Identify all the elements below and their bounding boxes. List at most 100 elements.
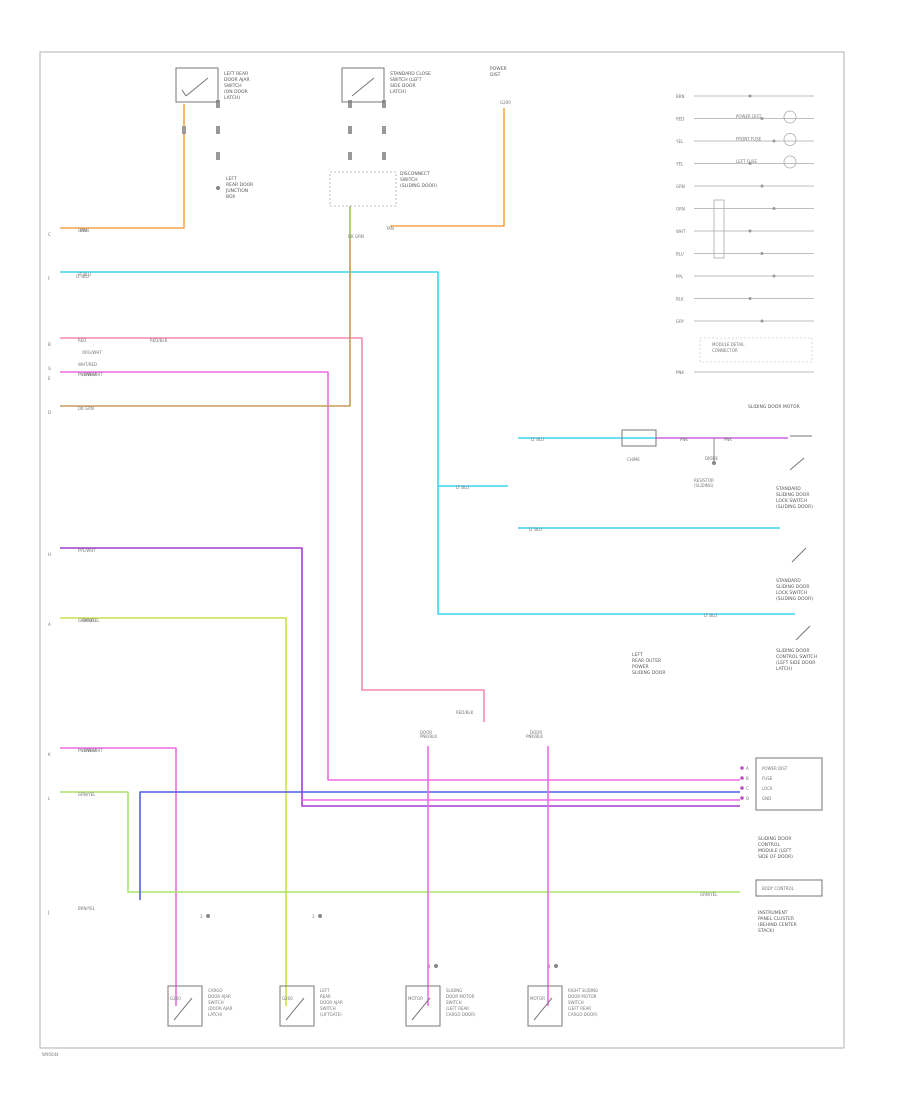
connector-pin-7 [382, 126, 386, 134]
footer-code: W95044 [42, 1052, 59, 1057]
section-title: SLIDING DOOR MOTOR [748, 404, 800, 410]
legend-right-text-1: FRONT FUSE [736, 137, 762, 142]
ground-label: G200 [500, 100, 511, 105]
connector-pin-9 [182, 126, 186, 134]
left-wire-1: LT BLU [78, 272, 91, 277]
wire-label-red_blk_b: RED/BLK [456, 710, 474, 715]
door-module-dot-1 [740, 776, 744, 780]
wire-label-pnk_wht_a: PNK [680, 437, 688, 442]
lower-module-inner: BODY CONTROL [762, 886, 795, 891]
diode-label: DIODE [705, 456, 718, 461]
legend-row-dot-3 [748, 162, 752, 165]
legend-fuse-circle-2 [783, 155, 797, 169]
left-wire-7: GRN/YEL [78, 618, 96, 623]
wire-label-v_mag2: PNK/BLK [526, 734, 543, 739]
left-wire-6: PPL/WHT [78, 548, 96, 553]
left-pin-1: F [48, 276, 51, 281]
door-module-pin-0: A [746, 766, 749, 771]
legend-row-dot-5 [772, 207, 776, 210]
left-pin-4: E [48, 376, 51, 381]
door-module-row-1: FUSE [762, 776, 773, 781]
legend-bracket [713, 199, 725, 259]
door-module-dot-0 [740, 766, 744, 770]
bottom-component-pin-1: G200 [282, 996, 293, 1001]
connector-pin-8 [382, 152, 386, 160]
legend-note-box [699, 337, 813, 363]
legend-fuse-circle-0 [783, 110, 797, 124]
legend-ltr-note: PNK [676, 370, 684, 375]
left-pin-9: L [48, 796, 51, 801]
bottom-pin-number-1: 3 [312, 914, 315, 919]
bottom-pin-dot-2 [434, 964, 438, 968]
legend-row-label-7: BLU [676, 252, 684, 257]
left-pin-8: K [48, 752, 51, 757]
bottom-component-pin-0: G200 [170, 996, 181, 1001]
bottom-switch-box-0 [167, 985, 203, 1027]
door-module-row-2: LOCK [762, 786, 773, 791]
wire-grn-yel [60, 617, 287, 1006]
bottom-component-pin-3: MOTOR [530, 996, 545, 1001]
top-pair-left: DOOR [420, 730, 432, 735]
wire-label-pnk_wht_b: PNK [724, 437, 732, 442]
wire-red [60, 337, 485, 722]
left-wire-10: BRN/YEL [78, 906, 96, 911]
legend-row-label-1: RED [676, 117, 684, 122]
bottom-pin-number-3: 4 [548, 964, 551, 969]
left-pin-10: J [47, 910, 49, 915]
wire-orn [60, 104, 185, 229]
legend-row-label-0: BRN [676, 94, 685, 99]
left-wire-8: PNK/WHT [78, 748, 97, 753]
wire-label-grn_yel_r: GRN/YEL [700, 892, 718, 897]
legend-row-label-3: YEL [675, 162, 684, 167]
left-pin-5: D [48, 410, 51, 415]
bottom-switch-arm-3 [533, 997, 553, 1021]
left-wire-2: RED [78, 338, 86, 343]
bottom-pin-number-2: 4 [428, 964, 431, 969]
connector-pin-6 [382, 100, 386, 108]
legend-row-label-6: WHT [676, 229, 686, 234]
bottom-pin-number-0: 3 [200, 914, 203, 919]
legend-row-label-2: YEL [675, 139, 684, 144]
left-wire-9: GRN/YEL [78, 792, 96, 797]
bottom-pin-dot-0 [206, 914, 210, 918]
legend-right-text-2: LEFT FUSE [736, 159, 757, 164]
wire-label-org_wht: ORG/WHT [82, 350, 102, 355]
wire-label-ltblu_b: LT BLU [531, 437, 544, 442]
wire-label-ltblu_d: LT BLU [529, 527, 542, 532]
wire-label-v_pnk3: PNK/WHT [84, 748, 103, 753]
door-module-row-3: GND [762, 796, 771, 801]
connector-pin-3 [348, 100, 352, 108]
legend-fuse-circle-1 [783, 133, 797, 146]
wire-label-ltblu_c: LT BLU [456, 485, 469, 490]
buzzer-note: RESISTOR(SLIDING) [694, 478, 714, 488]
connector-pin-2 [216, 152, 220, 160]
chime-label: CHIME [627, 457, 640, 462]
wire-label-top_left_sw: ORN [80, 228, 89, 233]
legend-right-text-0: POWER DIST [736, 114, 762, 119]
door-module-dot-3 [740, 796, 744, 800]
left-pin-6: H [48, 552, 51, 557]
wire-label-v_mag1: PNK/BLK [420, 734, 437, 739]
legend-row-dot-4 [760, 184, 764, 188]
left-pin-2: B [48, 342, 51, 347]
chime-box: CHIME [621, 429, 657, 462]
left-wire-5: DK GRN [78, 406, 94, 411]
legend-row-dot-9 [748, 297, 752, 300]
connector-pin-1 [216, 126, 220, 134]
door-module-pin-2: C [746, 786, 749, 791]
